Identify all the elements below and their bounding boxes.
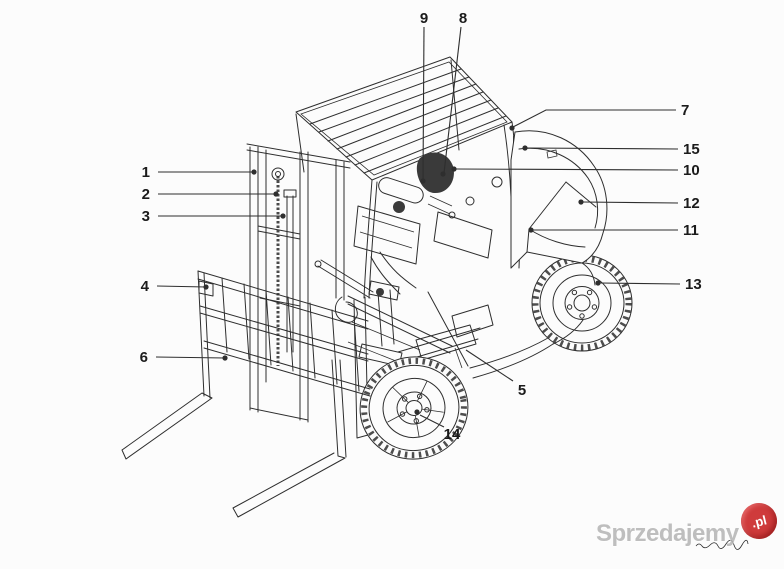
leader-line-5 [465, 349, 514, 382]
leader-dot-8 [440, 171, 446, 177]
callout-2: 2 [142, 186, 150, 203]
callout-8: 8 [459, 10, 467, 27]
leader-dot-15 [522, 145, 528, 151]
forks [121, 359, 347, 518]
leader-dot-12 [578, 199, 584, 205]
callout-10: 10 [683, 162, 700, 179]
leader-line-4 [156, 285, 207, 288]
callout-14: 14 [444, 426, 461, 443]
lift-cylinder [286, 195, 294, 353]
callout-12: 12 [683, 195, 700, 212]
leader-line-13 [599, 282, 681, 285]
leader-dot-4 [203, 284, 209, 290]
leader-line-6 [155, 356, 226, 359]
fork-carriage [197, 270, 371, 399]
mast [246, 143, 374, 423]
callout-3: 3 [142, 208, 150, 225]
step-plate-upper [451, 304, 494, 338]
forklift-drawing [121, 56, 749, 550]
leader-dot-11 [528, 227, 534, 233]
callout-11: 11 [683, 222, 699, 239]
callout-13: 13 [685, 276, 702, 293]
leader-dot-7 [509, 125, 515, 131]
callout-15: 15 [683, 141, 700, 158]
callout-5: 5 [518, 382, 526, 399]
leader-line-10 [455, 168, 679, 171]
callout-9: 9 [420, 10, 428, 27]
leader-line-14 [419, 414, 445, 428]
illegible-caption [695, 539, 749, 550]
leader-dot-2 [273, 191, 279, 197]
leader-dot-3 [280, 213, 286, 219]
callout-7: 7 [681, 102, 689, 119]
leader-dot-6 [222, 355, 228, 361]
callout-6: 6 [140, 349, 148, 366]
rear-wheel [531, 254, 633, 352]
step-plate-lower [415, 324, 477, 361]
callout-4: 4 [141, 278, 150, 295]
leader-dot-13 [595, 280, 601, 286]
leader-line-7 [512, 109, 676, 128]
leader-dot-9 [420, 178, 426, 184]
callout-1: 1 [142, 164, 150, 181]
leader-dot-1 [251, 169, 257, 175]
leader-line-8 [443, 26, 462, 174]
leader-line-12 [582, 201, 679, 204]
engine-component [416, 152, 454, 194]
leader-line-15 [526, 147, 679, 150]
rear-body [510, 130, 608, 345]
leader-dot-10 [451, 166, 457, 172]
leader-dot-14 [414, 409, 420, 415]
engine-compartment [353, 152, 503, 295]
front-wheel [359, 356, 469, 460]
leader-line-9 [422, 26, 425, 181]
